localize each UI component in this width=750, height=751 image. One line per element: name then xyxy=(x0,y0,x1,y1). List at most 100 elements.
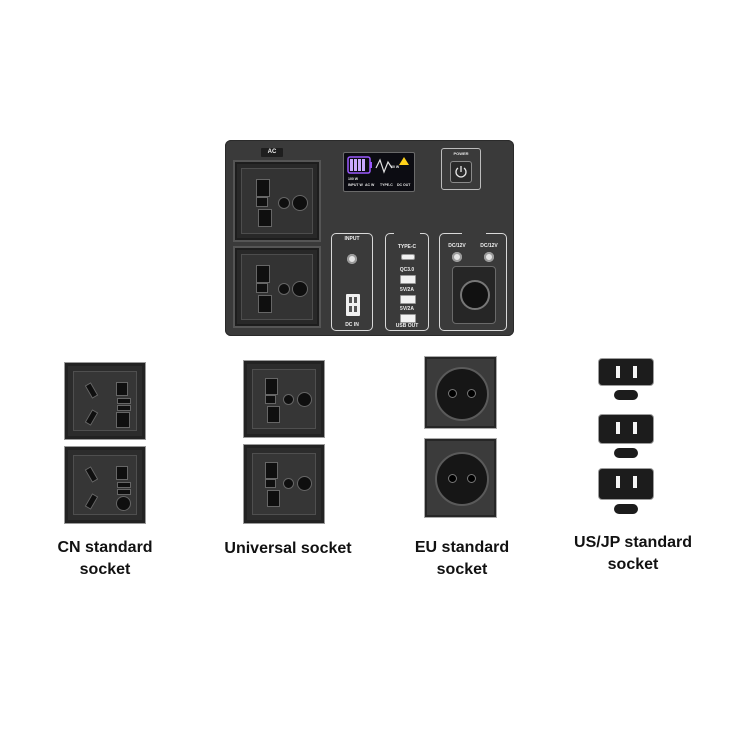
usjp-socket-2 xyxy=(598,414,654,444)
caption-cn: CN standard socket xyxy=(57,539,153,578)
power-button[interactable] xyxy=(450,161,472,183)
car-socket-housing xyxy=(452,266,496,324)
usb-5v-label-2: 5V/2A xyxy=(400,306,414,312)
socket-hole xyxy=(117,398,131,404)
dc5521-port-2[interactable] xyxy=(484,252,494,262)
input-label: INPUT xyxy=(344,236,360,242)
power-station-panel: AC 60 W 1 xyxy=(225,140,514,336)
battery-bar xyxy=(358,159,361,171)
universal-socket-bottom xyxy=(243,444,325,524)
usjp-pill-2 xyxy=(614,448,638,458)
socket-face xyxy=(73,371,137,431)
usb-qc-port[interactable] xyxy=(400,275,416,284)
dc12v-label-1: DC/12V xyxy=(448,243,466,249)
eu-socket-bottom xyxy=(424,438,497,518)
caption-usjp: US/JP standard socket xyxy=(574,534,692,573)
usjp-socket-1 xyxy=(598,358,654,386)
socket-hole xyxy=(117,405,131,411)
outlet-hole xyxy=(278,283,290,295)
cn-socket-bottom xyxy=(64,446,146,524)
socket-hole xyxy=(267,406,280,423)
battery-bar xyxy=(350,159,353,171)
input-port[interactable] xyxy=(347,254,357,264)
battery-bar xyxy=(354,159,357,171)
battery-bar xyxy=(362,159,365,171)
ac-outlet-bottom[interactable] xyxy=(233,246,321,328)
socket-hole xyxy=(265,462,278,479)
outlet-hole xyxy=(278,197,290,209)
type-c-port[interactable] xyxy=(401,254,415,260)
outlet-hole xyxy=(292,281,308,297)
qc-label: QC3.0 xyxy=(399,267,415,273)
caption-eu: EU standard socket xyxy=(414,539,510,578)
socket-hole xyxy=(265,378,278,395)
outlet-hole xyxy=(256,283,268,293)
screen-value-a: 100 W xyxy=(348,177,359,181)
ac-outlet-top[interactable] xyxy=(233,160,321,242)
socket-hole xyxy=(283,478,294,489)
socket-hole xyxy=(265,395,276,404)
usb-group: TYPE-C QC3.0 5V/2A 5V/2A USB OUT xyxy=(385,232,429,331)
socket-face xyxy=(73,455,137,515)
socket-hole xyxy=(297,476,312,491)
outlet-face xyxy=(241,168,313,234)
socket-hole xyxy=(84,493,99,510)
car-socket[interactable] xyxy=(460,280,490,310)
usjp-pill-3 xyxy=(614,504,638,514)
outlet-hole xyxy=(292,195,308,211)
socket-hole xyxy=(116,466,128,480)
battery-tip xyxy=(370,162,372,168)
socket-hole xyxy=(116,412,130,428)
socket-face xyxy=(252,453,316,515)
screen-value-b: 60 W xyxy=(391,165,400,169)
power-icon xyxy=(455,166,467,178)
socket-face xyxy=(252,369,316,429)
dc-in-label: DC IN xyxy=(345,322,359,328)
socket-hole xyxy=(84,409,99,426)
eu-pin-hole xyxy=(467,389,476,398)
outlet-hole xyxy=(256,179,270,197)
socket-hole xyxy=(117,482,131,488)
warning-icon xyxy=(399,157,409,165)
usjp-socket-3 xyxy=(598,468,654,500)
socket-hole xyxy=(267,490,280,507)
socket-hole xyxy=(283,394,294,405)
socket-hole xyxy=(297,392,312,407)
eu-socket-ring xyxy=(435,367,489,421)
anderson-port[interactable] xyxy=(346,294,360,316)
screen-label-dcout: DC OUT xyxy=(397,183,411,187)
lcd-screen: 60 W 100 W INPUT W AC W TYPE-C DC OUT xyxy=(343,152,415,192)
usb-5v-port-2[interactable] xyxy=(400,314,416,323)
outlet-hole xyxy=(258,295,272,313)
socket-hole xyxy=(84,382,99,399)
socket-hole xyxy=(116,496,131,511)
screen-label-input: INPUT W xyxy=(348,183,363,187)
dc-group: DC/12V DC/12V xyxy=(439,232,507,331)
dc5521-port-1[interactable] xyxy=(452,252,462,262)
eu-pin-hole xyxy=(448,474,457,483)
eu-socket-top xyxy=(424,356,497,429)
usb-5v-port-1[interactable] xyxy=(400,295,416,304)
eu-socket-ring xyxy=(435,452,489,506)
type-c-label: TYPE-C xyxy=(397,244,417,250)
input-group: INPUT DC IN xyxy=(331,233,373,331)
usb-5v-label-1: 5V/2A xyxy=(400,287,414,293)
dc12v-label-2: DC/12V xyxy=(480,243,498,249)
eu-pin-hole xyxy=(467,474,476,483)
outlet-hole xyxy=(256,265,270,283)
screen-graphics xyxy=(347,156,409,174)
socket-hole xyxy=(116,382,128,396)
socket-hole xyxy=(84,466,99,483)
caption-universal: Universal socket xyxy=(224,540,352,557)
outlet-hole xyxy=(256,197,268,207)
wave-icon xyxy=(375,158,393,174)
usb-out-label: USB OUT xyxy=(395,323,419,329)
universal-socket-top xyxy=(243,360,325,438)
socket-hole xyxy=(265,479,276,488)
usjp-pill-1 xyxy=(614,390,638,400)
screen-label-typec: TYPE-C xyxy=(380,183,393,187)
outlet-face xyxy=(241,254,313,320)
power-label: POWER xyxy=(453,151,469,156)
outlet-hole xyxy=(258,209,272,227)
socket-hole xyxy=(117,489,131,495)
